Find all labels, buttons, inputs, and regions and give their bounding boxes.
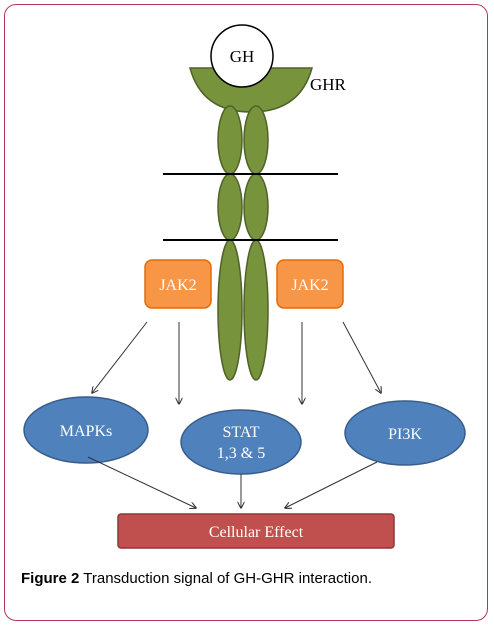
jak2-right-label: JAK2 xyxy=(291,277,328,294)
arrow-mapk-to-effect xyxy=(87,456,196,508)
ghr-label: GHR xyxy=(310,75,347,94)
gh-label: GH xyxy=(230,47,255,66)
arrow-jak-right-to-pi3k xyxy=(342,321,381,393)
receptor-right-lower xyxy=(243,239,269,381)
caption-label: Figure 2 xyxy=(21,570,80,587)
arrow-pi3k-to-effect xyxy=(285,461,378,508)
jak2-left-label: JAK2 xyxy=(159,277,196,294)
jak2-left-box xyxy=(144,259,212,309)
stat-node xyxy=(180,409,302,475)
receptor-left-upper xyxy=(217,105,243,175)
jak-arrows xyxy=(92,321,381,404)
jak2-right-box xyxy=(276,259,344,309)
gh-ligand xyxy=(210,24,274,88)
receptor-left-middle xyxy=(217,173,243,241)
receptor-right-upper xyxy=(243,105,269,175)
receptor-right-middle xyxy=(243,173,269,241)
cellular-effect-label: Cellular Effect xyxy=(209,524,304,541)
receptor-chains xyxy=(217,105,269,381)
stat-label-line1: STAT xyxy=(223,424,260,441)
mapk-node xyxy=(23,396,149,464)
stat-label-line2: 1,3 & 5 xyxy=(217,445,265,462)
arrow-jak-left-to-mapk xyxy=(92,321,148,393)
pi3k-label: PI3K xyxy=(388,426,422,443)
effect-arrows xyxy=(87,456,378,508)
pi3k-node xyxy=(344,400,466,466)
figure-caption: Figure 2 Transduction signal of GH-GHR i… xyxy=(21,570,481,587)
caption-text: Transduction signal of GH-GHR interactio… xyxy=(83,570,372,587)
receptor-left-lower xyxy=(217,239,243,381)
cellular-effect-box xyxy=(117,513,395,549)
mapk-label: MAPKs xyxy=(60,423,112,440)
